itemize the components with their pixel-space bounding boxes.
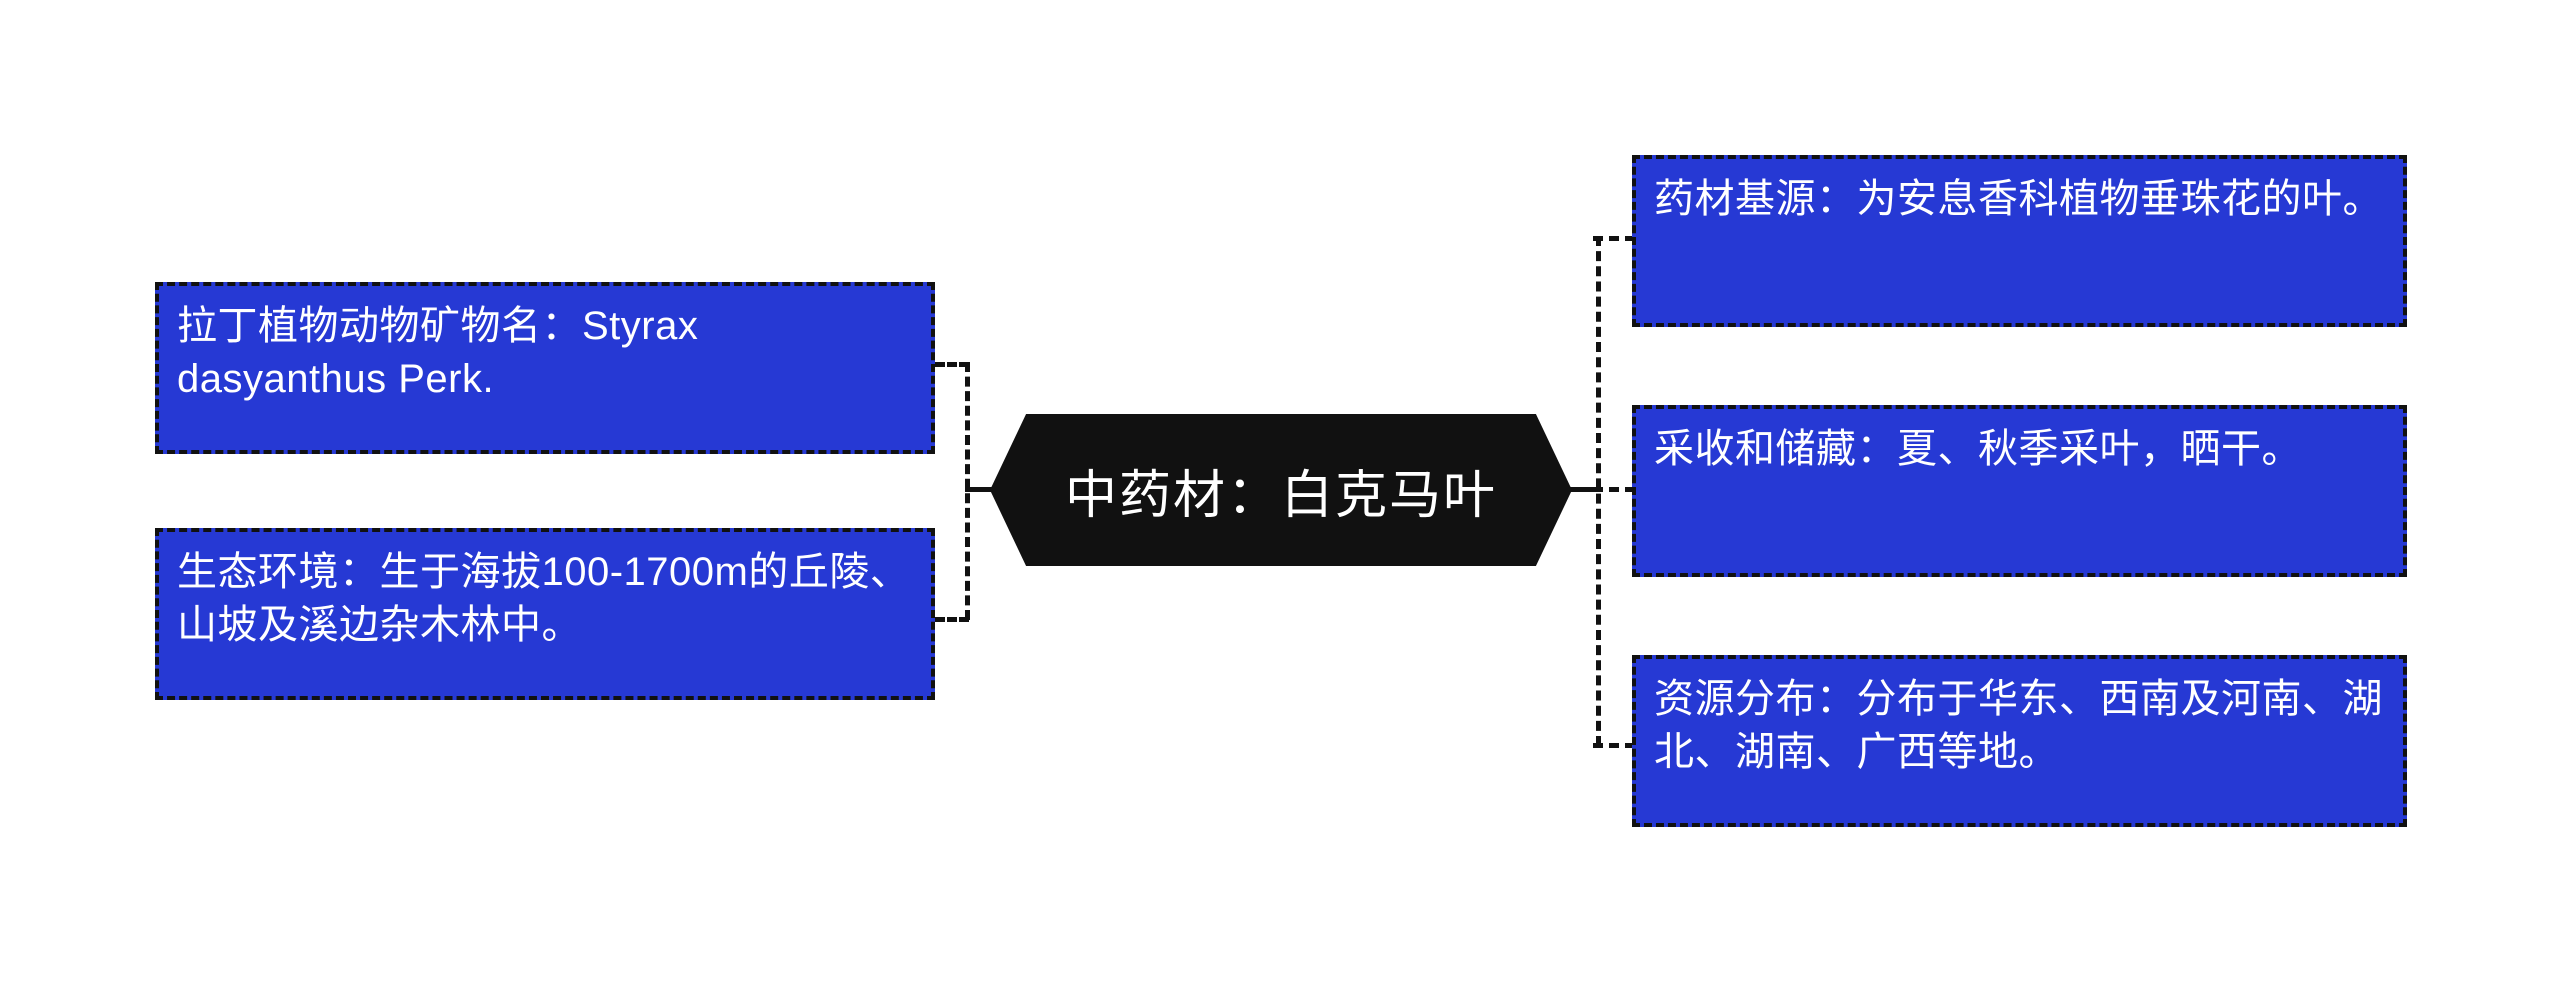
- node-latin-name[interactable]: 拉丁植物动物矿物名：Styrax dasyanthus Perk.: [155, 282, 935, 454]
- node-harvest-label: 采收和储藏：夏、秋季采叶，晒干。: [1654, 427, 2302, 471]
- node-center-herb-label: 中药材：白克马叶: [1064, 466, 1497, 525]
- node-ecology[interactable]: 生态环境：生于海拔100-1700m的丘陵、山坡及溪边杂木林中。: [155, 528, 935, 700]
- node-latin-name-label: 拉丁植物动物矿物名：Styrax dasyanthus Perk.: [177, 304, 699, 402]
- connector-branch-harvest: [1593, 487, 1635, 492]
- connector-branch-source: [1593, 236, 1635, 241]
- node-distribution-label: 资源分布：分布于华东、西南及河南、湖北、湖南、广西等地。: [1654, 677, 2383, 775]
- node-source-label: 药材基源：为安息香科植物垂珠花的叶。: [1654, 177, 2383, 221]
- node-center-herb[interactable]: 中药材：白克马叶: [990, 414, 1572, 566]
- node-harvest[interactable]: 采收和储藏：夏、秋季采叶，晒干。: [1632, 405, 2407, 577]
- node-distribution[interactable]: 资源分布：分布于华东、西南及河南、湖北、湖南、广西等地。: [1632, 655, 2407, 827]
- node-source[interactable]: 药材基源：为安息香科植物垂珠花的叶。: [1632, 155, 2407, 327]
- connector-branch-latin-name: [935, 362, 969, 367]
- node-ecology-label: 生态环境：生于海拔100-1700m的丘陵、山坡及溪边杂木林中。: [177, 550, 911, 648]
- connector-stub-left: [965, 487, 1003, 492]
- connector-branch-distribution: [1593, 743, 1635, 748]
- connector-stub-right: [1558, 487, 1602, 492]
- connector-branch-ecology: [935, 617, 969, 622]
